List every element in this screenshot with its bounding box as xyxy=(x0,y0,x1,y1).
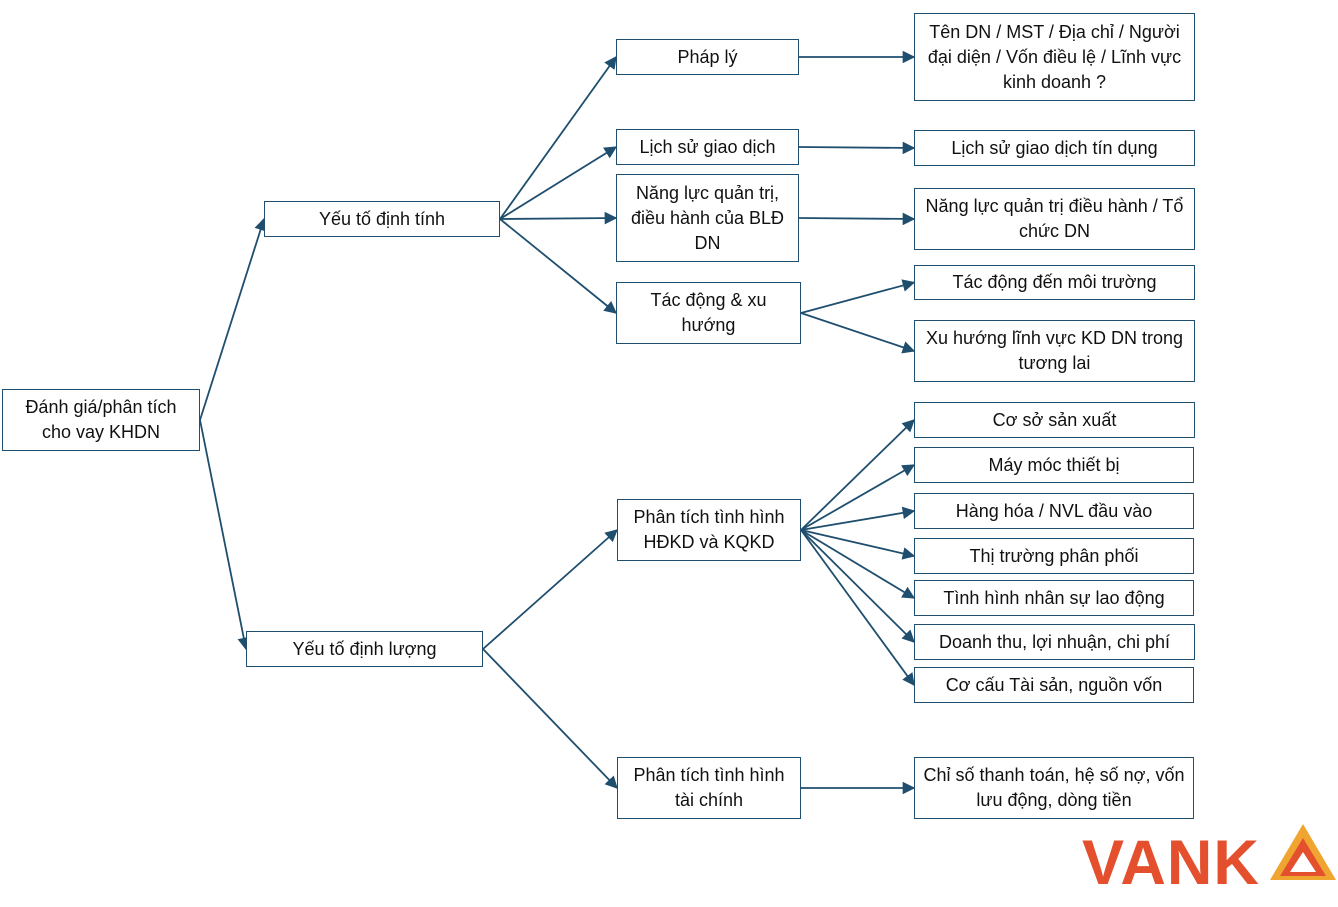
business-results-label: Phân tích tình hình HĐKD và KQKD xyxy=(633,507,785,552)
edge-quantitative-to-financial_analysis xyxy=(482,648,618,789)
edge-business_results-to-goods_inputs xyxy=(800,506,916,531)
edge-business_results-to-revenue_profit xyxy=(800,529,915,643)
management-capacity-label: Năng lực quản trị, điều hành của BLĐ DN xyxy=(630,182,785,253)
industry-trend-node: Xu hướng lĩnh vực KD DN trong tương lai xyxy=(914,320,1195,382)
edge-root-to-quantitative xyxy=(199,419,250,651)
legal-detail-node: Tên DN / MST / Địa chỉ / Người đại diện … xyxy=(914,13,1195,101)
management-detail-label: Năng lực quản trị điều hành / Tổ chức DN xyxy=(925,196,1184,241)
management-capacity-node: Năng lực quản trị, điều hành của BLĐ DN xyxy=(616,174,799,262)
transaction-history-node: Lịch sử giao dịch xyxy=(616,129,799,165)
logo-triangle-icon xyxy=(1270,824,1336,880)
asset-structure-node: Cơ cấu Tài sản, nguồn vốn xyxy=(914,667,1194,703)
edge-transaction_history-to-credit_history xyxy=(798,141,916,155)
qualitative-node: Yếu tố định tính xyxy=(264,201,500,237)
production-facility-node: Cơ sở sản xuất xyxy=(914,402,1195,438)
business-results-node: Phân tích tình hình HĐKD và KQKD xyxy=(617,499,801,561)
edge-root-to-qualitative xyxy=(199,217,267,421)
production-facility-label: Cơ sở sản xuất xyxy=(992,409,1117,430)
industry-trend-label: Xu hướng lĩnh vực KD DN trong tương lai xyxy=(925,328,1183,373)
vank-logo: VANK xyxy=(1082,818,1338,898)
qualitative-label: Yếu tố định tính xyxy=(318,208,446,229)
edge-qualitative-to-management_capacity xyxy=(499,211,618,225)
impact-trend-label: Tác động & xu hướng xyxy=(650,290,767,335)
credit-history-node: Lịch sử giao dịch tín dụng xyxy=(914,130,1195,166)
financial-ratios-node: Chỉ số thanh toán, hệ số nợ, vốn lưu độn… xyxy=(914,757,1194,819)
machinery-label: Máy móc thiết bị xyxy=(988,454,1120,475)
legal-node: Pháp lý xyxy=(616,39,799,75)
management-detail-node: Năng lực quản trị điều hành / Tổ chức DN xyxy=(914,188,1195,250)
root-label: Đánh giá/phân tích cho vay KHDN xyxy=(25,397,177,442)
edge-business_results-to-production_facility xyxy=(800,419,915,531)
edge-qualitative-to-legal xyxy=(499,55,617,220)
asset-structure-label: Cơ cấu Tài sản, nguồn vốn xyxy=(945,674,1163,695)
financial-analysis-label: Phân tích tình hình tài chính xyxy=(633,765,785,810)
legal-label: Pháp lý xyxy=(677,46,738,67)
revenue-profit-label: Doanh thu, lợi nhuận, chi phí xyxy=(939,631,1170,652)
goods-inputs-node: Hàng hóa / NVL đầu vào xyxy=(914,493,1194,529)
financial-ratios-label: Chỉ số thanh toán, hệ số nợ, vốn lưu độn… xyxy=(923,765,1185,810)
edge-management_capacity-to-management_detail xyxy=(798,212,916,226)
transaction-history-label: Lịch sử giao dịch xyxy=(639,136,776,157)
legal-detail-label: Tên DN / MST / Địa chỉ / Người đại diện … xyxy=(927,21,1182,92)
edge-business_results-to-asset_structure xyxy=(800,529,915,687)
goods-inputs-label: Hàng hóa / NVL đầu vào xyxy=(955,500,1153,521)
labor-label: Tình hình nhân sự lao động xyxy=(943,587,1165,608)
financial-analysis-node: Phân tích tình hình tài chính xyxy=(617,757,801,819)
logo-text: VANK xyxy=(1082,828,1260,898)
quantitative-label: Yếu tố định lượng xyxy=(292,638,437,659)
edge-qualitative-to-transaction_history xyxy=(499,146,618,220)
labor-node: Tình hình nhân sự lao động xyxy=(914,580,1194,616)
credit-history-label: Lịch sử giao dịch tín dụng xyxy=(951,137,1158,158)
edge-business_results-to-distribution_market xyxy=(800,529,916,560)
root-node: Đánh giá/phân tích cho vay KHDN xyxy=(2,389,200,451)
edge-business_results-to-labor xyxy=(800,529,916,599)
quantitative-node: Yếu tố định lượng xyxy=(246,631,483,667)
edge-qualitative-to-impact_trend xyxy=(499,218,617,314)
edge-impact_trend-to-environment_impact xyxy=(800,279,916,314)
distribution-market-label: Thị trường phân phối xyxy=(969,545,1139,566)
environment-impact-node: Tác động đến môi trường xyxy=(914,265,1195,300)
edge-quantitative-to-business_results xyxy=(482,529,618,650)
impact-trend-node: Tác động & xu hướng xyxy=(616,282,801,344)
machinery-node: Máy móc thiết bị xyxy=(914,447,1194,483)
environment-impact-label: Tác động đến môi trường xyxy=(952,272,1157,292)
edge-impact_trend-to-industry_trend xyxy=(800,312,916,354)
revenue-profit-node: Doanh thu, lợi nhuận, chi phí xyxy=(914,624,1195,660)
edge-business_results-to-machinery xyxy=(800,464,916,531)
distribution-market-node: Thị trường phân phối xyxy=(914,538,1194,574)
